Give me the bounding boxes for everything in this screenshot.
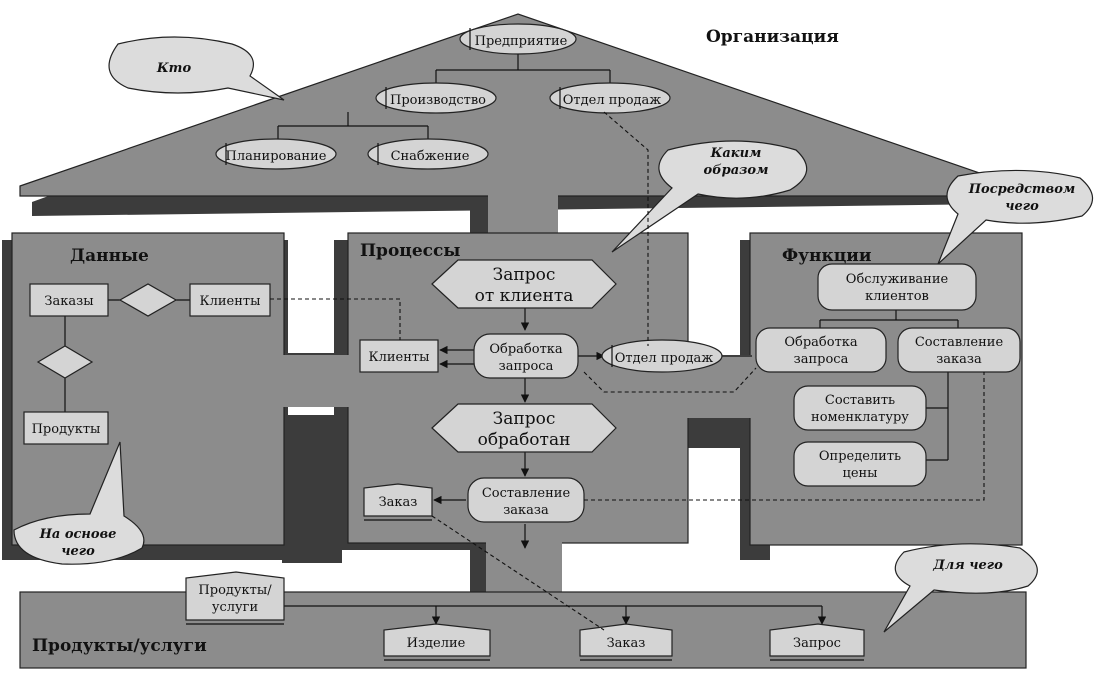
function-processing-label-1: Обработка — [784, 335, 858, 350]
callout-how-text-2: образом — [704, 163, 769, 178]
product-order-label: Заказ — [607, 636, 646, 651]
function-processing: Обработка запроса — [755, 327, 887, 373]
product-item-label: Изделие — [407, 636, 466, 651]
node-supply-label: Снабжение — [391, 149, 470, 164]
process-processed-label-2: обработан — [478, 430, 571, 450]
node-planning: Планирование — [215, 138, 337, 170]
products-source-doc: Продукты/ услуги — [185, 571, 285, 625]
callout-via-text-1: Посредством — [968, 182, 1076, 197]
process-compose-label-2: заказа — [503, 503, 549, 518]
entity-orders: Заказы — [29, 283, 109, 317]
process-compose-label-1: Составление — [482, 486, 571, 501]
process-processing-label-1: Обработка — [489, 342, 563, 357]
functions-section-title: Функции — [782, 246, 872, 266]
process-processed-label-1: Запрос — [493, 409, 556, 429]
function-service-label-2: клиентов — [865, 289, 929, 304]
function-compose: Составление заказа — [897, 327, 1021, 373]
data-section-title: Данные — [70, 246, 149, 266]
function-nomenclature-label-1: Составить — [825, 393, 895, 408]
process-section-title: Процессы — [360, 241, 460, 261]
product-request-label: Запрос — [793, 636, 841, 651]
function-prices: Определить цены — [793, 441, 927, 487]
process-request-from-client: Запрос от клиента — [431, 259, 617, 309]
node-production: Производство — [375, 82, 497, 114]
process-request-label-2: от клиента — [475, 286, 574, 306]
process-sales-dept: Отдел продаж — [601, 339, 723, 373]
callout-for-what: Для чего — [883, 543, 1038, 633]
callout-how: Каким образом — [611, 140, 808, 253]
product-request-doc: Запрос — [769, 623, 865, 661]
process-clients-store: Клиенты — [359, 339, 439, 373]
callout-for-what-text: Для чего — [932, 558, 1003, 573]
function-service-label-1: Обслуживание — [846, 272, 949, 287]
function-compose-label-2: заказа — [936, 352, 982, 367]
function-prices-label-1: Определить — [819, 449, 901, 464]
process-connectors — [433, 306, 752, 549]
entity-orders-label: Заказы — [44, 294, 93, 309]
callout-who: Кто — [108, 36, 285, 101]
callout-via: Посредством чего — [937, 169, 1094, 265]
roof-tree-lines — [277, 52, 611, 140]
function-nomenclature-label-2: номенклатуру — [811, 410, 909, 425]
callout-via-text-2: чего — [1005, 199, 1039, 214]
roof-title: Организация — [706, 27, 839, 47]
products-section-title: Продукты/услуги — [32, 636, 207, 656]
callout-how-text-1: Каким — [710, 146, 762, 161]
node-production-label: Производство — [390, 93, 486, 108]
node-supply: Снабжение — [367, 138, 489, 170]
callout-who-text: Кто — [156, 61, 192, 76]
callout-based-text-1: На основе — [39, 527, 117, 542]
function-nomenclature: Составить номенклатуру — [793, 385, 927, 431]
process-processing-label-2: запроса — [499, 359, 554, 374]
process-order-label: Заказ — [379, 495, 418, 510]
entity-clients-label: Клиенты — [200, 294, 261, 309]
entity-clients: Клиенты — [189, 283, 271, 317]
process-request-label-1: Запрос — [493, 265, 556, 285]
dashed-links — [270, 111, 985, 631]
products-source-label-1: Продукты/ — [198, 583, 272, 598]
callout-based-text-2: чего — [61, 544, 95, 559]
function-service: Обслуживание клиентов — [817, 263, 977, 311]
process-processing: Обработка запроса — [473, 333, 579, 379]
functions-tree-lines — [819, 310, 959, 461]
node-sales-dept-roof: Отдел продаж — [549, 82, 671, 114]
node-enterprise: Предприятие — [459, 23, 577, 55]
products-connectors — [284, 605, 827, 625]
data-relations — [36, 283, 190, 412]
process-compose-order: Составление заказа — [467, 477, 585, 523]
function-processing-label-2: запроса — [794, 352, 849, 367]
function-prices-label-2: цены — [842, 466, 877, 481]
entity-products: Продукты — [23, 411, 109, 445]
entity-products-label: Продукты — [32, 422, 101, 437]
function-compose-label-1: Составление — [915, 335, 1004, 350]
products-source-label-2: услуги — [212, 600, 258, 615]
node-planning-label: Планирование — [226, 149, 327, 164]
product-order-doc: Заказ — [579, 623, 673, 661]
product-item-doc: Изделие — [383, 623, 491, 661]
callout-based: На основе чего — [13, 441, 145, 565]
process-clients-label: Клиенты — [369, 350, 430, 365]
process-request-processed: Запрос обработан — [431, 403, 617, 453]
node-sales-dept-roof-label: Отдел продаж — [563, 93, 662, 108]
process-order-doc: Заказ — [363, 483, 433, 521]
node-enterprise-label: Предприятие — [475, 34, 568, 49]
process-sales-dept-label: Отдел продаж — [615, 351, 714, 366]
